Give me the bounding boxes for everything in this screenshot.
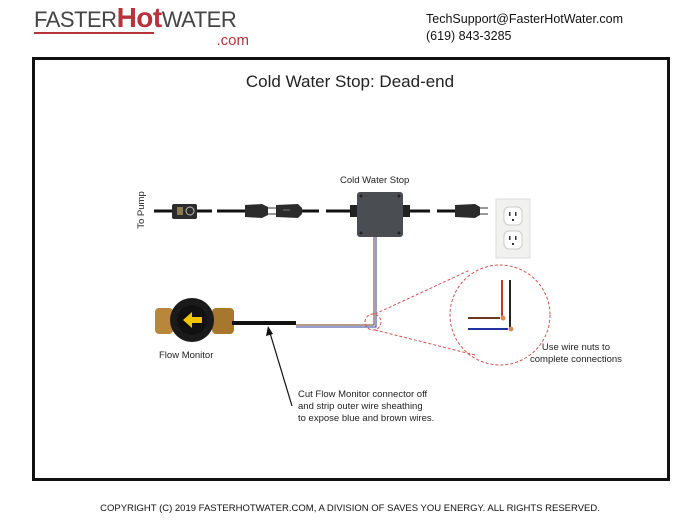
support-email: TechSupport@FasterHotWater.com <box>426 12 624 26</box>
cut-instruction-note: Cut Flow Monitor connector off and strip… <box>298 389 434 425</box>
wire-nuts-line-1: Use wire nuts to <box>541 342 610 353</box>
contact-info: TechSupport@FasterHotWater.com (619) 843… <box>426 11 623 45</box>
pointer-arrow <box>266 326 293 407</box>
flow-monitor-label: Flow Monitor <box>159 350 214 361</box>
support-phone: (619) 843-3285 <box>426 29 512 43</box>
outlet-plug-icon <box>455 204 488 218</box>
cut-instruction-line-3: to expose blue and brown wires. <box>298 413 435 424</box>
cold-water-stop-label: Cold Water Stop <box>340 175 410 186</box>
logo-underline <box>34 32 154 34</box>
flow-monitor-icon <box>155 298 234 342</box>
fasterhotwater-logo: FASTERHotWATER .com <box>34 4 249 50</box>
logo-text-faster: FASTER <box>34 7 117 32</box>
logo-text-hot: Hot <box>116 2 163 33</box>
pump-plug-icon <box>172 204 197 219</box>
cold-water-stop-box <box>350 192 410 237</box>
wire-nuts-note: Use wire nuts to complete connections <box>530 342 622 366</box>
wire-nuts-line-2: complete connections <box>530 354 622 365</box>
copyright-footer: COPYRIGHT (C) 2019 FASTERHOTWATER.COM, A… <box>100 503 600 514</box>
female-plug-icon <box>276 204 302 218</box>
male-plug-icon <box>245 204 276 218</box>
cut-instruction-line-2: and strip outer wire sheathing <box>298 401 423 412</box>
logo-text-water: WATER <box>161 7 237 32</box>
diagram-title: Cold Water Stop: Dead-end <box>245 72 455 91</box>
to-pump-label: To Pump <box>136 191 147 229</box>
signal-wires <box>296 237 377 328</box>
wire-splice-detail <box>468 280 514 332</box>
magnifier-callout <box>364 264 551 366</box>
cut-instruction-line-1: Cut Flow Monitor connector off <box>298 389 428 400</box>
diagram-frame <box>32 57 670 481</box>
wall-outlet-icon <box>495 198 531 259</box>
logo-text-com: .com <box>216 32 249 49</box>
